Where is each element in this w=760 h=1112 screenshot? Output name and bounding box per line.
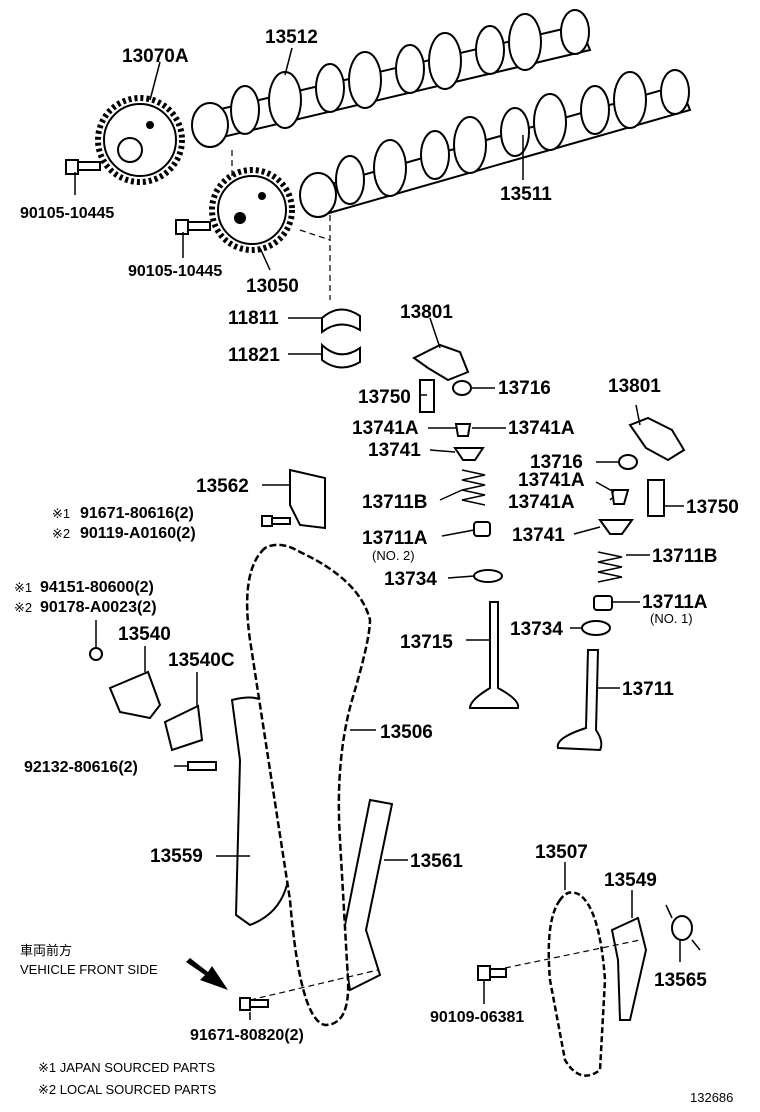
leader-lines [74, 47, 684, 1020]
timing-chain-icon [245, 543, 372, 1027]
legend-note-2: ※2 LOCAL SOURCED PARTS [38, 1082, 217, 1097]
label-11811: 11811 [228, 308, 279, 329]
label-lash-right: 13750 [686, 497, 739, 518]
front-label-jp: 車両前方 [20, 943, 72, 958]
spring-left-icon [461, 469, 486, 506]
label-valve-left: 13715 [400, 632, 453, 653]
label-13511: 13511 [500, 184, 552, 205]
mark-2-a: ※2 [52, 526, 70, 541]
stud-icon [187, 761, 217, 771]
camshaft-lower [299, 69, 692, 218]
seal-left-icon [473, 521, 491, 537]
label-13512: 13512 [265, 27, 318, 48]
rocker-arm-right-icon [628, 416, 686, 462]
label-13559: 13559 [150, 846, 203, 867]
legend-note-1: ※1 JAPAN SOURCED PARTS [38, 1060, 215, 1075]
label-spring-left: 13711B [362, 492, 428, 513]
camshaft-upper [191, 9, 592, 148]
spring-right-icon [597, 551, 623, 583]
label-bolt-damper-1: 91671-80616(2) [80, 505, 194, 522]
label-rocker-left: 13801 [400, 302, 453, 323]
chain-damper-icon [289, 468, 326, 530]
label-13561: 13561 [410, 851, 463, 872]
spring-seat-left-icon [473, 569, 503, 583]
label-13540: 13540 [118, 624, 171, 645]
front-label-en: VEHICLE FRONT SIDE [20, 962, 158, 977]
label-retainer-left: 13741 [368, 440, 421, 461]
label-bolt-damper-2: 90119-A0160(2) [80, 525, 196, 542]
label-lash-left: 13750 [358, 387, 411, 408]
cam-gear-13070a [95, 95, 185, 185]
retainer-left-icon [453, 447, 485, 461]
lash-adjuster-left-icon [419, 379, 435, 413]
label-13565: 13565 [654, 970, 707, 991]
retainer-lock-right-icon [610, 489, 630, 505]
label-13549: 13549 [604, 870, 657, 891]
retainer-lock-left-icon [454, 423, 472, 437]
spring-seat-right-icon [581, 620, 611, 636]
mark-1-a: ※1 [52, 506, 70, 521]
label-seat-right: 13734 [510, 619, 563, 640]
label-stud: 92132-80616(2) [24, 759, 138, 776]
cap-right-icon [618, 454, 638, 470]
label-retainer-right: 13741 [512, 525, 565, 546]
label-13562: 13562 [196, 476, 249, 497]
label-lock-left-b: 13741A [508, 418, 575, 439]
label-bolt-upper: 90105-10445 [20, 205, 114, 222]
bolt-icon [239, 997, 269, 1011]
cam-gear-13050 [209, 167, 295, 253]
label-spring-right: 13711B [652, 546, 718, 567]
valve-right-icon [556, 649, 603, 752]
bearing-upper-icon [321, 308, 361, 335]
label-seal-left-note: (NO. 2) [372, 548, 415, 563]
label-lock-right-a: 13741A [518, 470, 585, 491]
retainer-right-icon [598, 519, 634, 535]
spring-coil-icon [665, 904, 701, 951]
valve-left-icon [468, 601, 520, 709]
label-13507: 13507 [535, 842, 588, 863]
cap-left-icon [452, 380, 472, 396]
bolt-icon [175, 219, 211, 235]
front-arrow-icon [186, 958, 228, 990]
chain-guide-icon [340, 798, 394, 992]
label-seal-left: 13711A [362, 528, 428, 549]
bolt-icon [65, 159, 101, 175]
label-lock-right-b: 13741A [508, 492, 575, 513]
label-13506: 13506 [380, 722, 433, 743]
label-cap-right: 13716 [530, 452, 583, 473]
bolt-icon [261, 515, 291, 527]
label-nut-2: 90178-A0023(2) [40, 599, 157, 616]
label-13070a: 13070A [122, 46, 189, 67]
mark-1-b: ※1 [14, 580, 32, 595]
label-cap-left: 13716 [498, 378, 551, 399]
label-bolt-lower: 90105-10445 [128, 263, 222, 280]
label-seat-left: 13734 [384, 569, 437, 590]
label-slipper-bolt: 91671-80820(2) [190, 1027, 304, 1044]
label-pump-bolt: 90109-06381 [430, 1009, 524, 1026]
gasket-icon [163, 704, 204, 752]
pump-tensioner-icon [610, 916, 648, 1021]
label-lock-left-a: 13741A [352, 418, 419, 439]
oil-pump-chain-icon [547, 891, 607, 1077]
label-nut-1: 94151-80600(2) [40, 579, 154, 596]
label-seal-right: 13711A [642, 592, 708, 613]
seal-right-icon [593, 595, 613, 611]
nut-icon [89, 647, 103, 661]
label-seal-right-note: (NO. 1) [650, 611, 693, 626]
tensioner-icon [108, 670, 162, 720]
label-11821: 11821 [228, 345, 280, 366]
label-13540c: 13540C [168, 650, 235, 671]
lash-adjuster-right-icon [647, 479, 665, 517]
label-13050: 13050 [246, 276, 299, 297]
rocker-arm-left-icon [412, 343, 470, 382]
bearing-lower-icon [321, 342, 361, 369]
label-rocker-right: 13801 [608, 376, 661, 397]
label-valve-right: 13711 [622, 679, 674, 700]
mark-2-b: ※2 [14, 600, 32, 615]
bolt-icon [477, 965, 507, 981]
diagram-id: 132686 [690, 1090, 733, 1105]
